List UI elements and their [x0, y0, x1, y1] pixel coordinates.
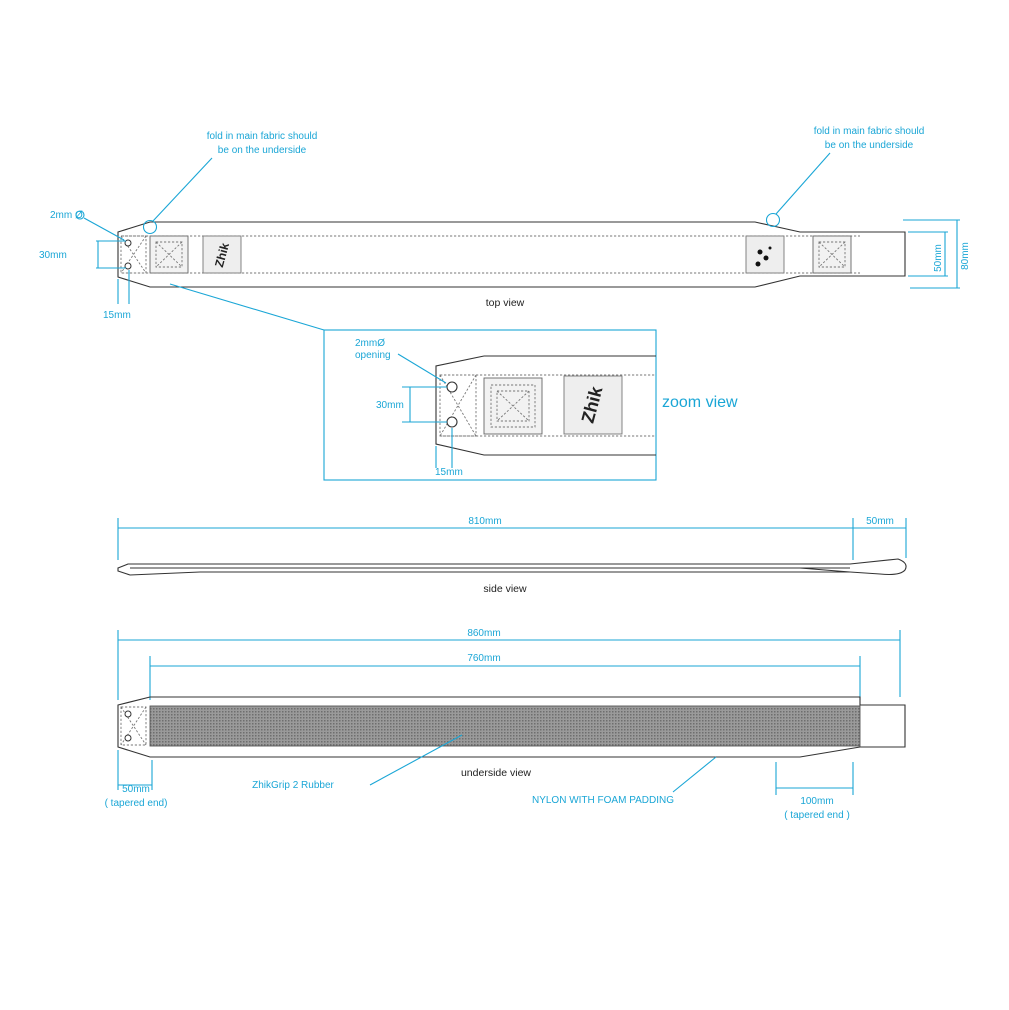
side-view-label: side view: [483, 583, 527, 595]
underside-view-label: underside view: [461, 767, 531, 779]
top-width-50-label: 50mm: [933, 244, 944, 272]
zoom-logo-patch: [563, 375, 623, 435]
dot-logo-1: [757, 249, 763, 255]
dot-logo-2: [763, 255, 769, 261]
under-length-760-label: 760mm: [467, 653, 500, 664]
top-view: Zhik fold in main fabric should be on th…: [39, 126, 971, 321]
top-logo-text: Zhik: [212, 241, 232, 269]
side-length-810-label: 810mm: [468, 516, 501, 527]
top-velcro-patch-left-inner: [155, 241, 183, 268]
side-view: 810mm 50mm side view: [117, 516, 907, 595]
under-end-tab: [120, 706, 147, 746]
taper-right-note: ( tapered end ): [784, 810, 850, 821]
taper-right-value: 100mm: [800, 796, 833, 807]
top-hole-dim-label: 2mm: [50, 210, 72, 221]
dot-logo-3: [755, 261, 761, 267]
top-view-label: top view: [486, 297, 525, 309]
under-hole-lower: [124, 734, 132, 742]
top-velcro-left-cross-b: [155, 241, 183, 268]
fold-note-left-line2: be on the underside: [218, 145, 307, 156]
side-strap-taper: [799, 567, 851, 573]
top-logo-patch: [202, 235, 242, 274]
fold-note-left-line1: fold in main fabric should: [207, 131, 318, 142]
top-dots-logo-patch: [745, 235, 785, 274]
zoom-opening-line1: 2mmØ: [355, 338, 385, 349]
zoom-view: Zhik 2mmØ opening 30mm 15mm zoom view: [169, 283, 738, 481]
side-strap-profile: [117, 558, 907, 576]
fold-note-right-line1: fold in main fabric should: [814, 126, 925, 137]
fold-note-right-line2: be on the underside: [825, 140, 914, 151]
fold-circle-right: [765, 212, 781, 228]
under-end-tab-cross-a: [120, 706, 147, 746]
top-hole-lower: [124, 262, 132, 270]
taper-left-value: 50mm: [122, 784, 150, 795]
zoom-velcro-inner-2: [496, 390, 530, 422]
under-strap-outline: [117, 696, 906, 758]
zoom-opening-line2: opening: [355, 350, 391, 361]
underside-view: 860mm 760mm ZhikGrip 2 Rubber NYLON WITH…: [105, 628, 906, 821]
top-height-80-label: 80mm: [960, 242, 971, 270]
zoom-view-title: zoom view: [662, 394, 738, 411]
zoom-hole-upper: [446, 381, 458, 393]
zoom-end-tab: [439, 374, 477, 437]
fold-circle-left: [142, 219, 158, 235]
nylon-leader: [672, 756, 717, 793]
top-end-tab: [120, 235, 147, 274]
top-hole-upper: [124, 239, 132, 247]
zoom-strap-outline: [435, 355, 656, 456]
zoom-height-30-label: 30mm: [376, 400, 404, 411]
fold-leader-right: [775, 152, 831, 215]
top-hole-leader: [83, 217, 125, 241]
zoom-frame: [323, 329, 657, 481]
top-hole-dim-circle: [75, 210, 85, 220]
under-end-tab-cross-b: [120, 706, 147, 746]
under-hole-upper: [124, 710, 132, 718]
rubber-label: ZhikGrip 2 Rubber: [252, 780, 334, 791]
dot-logo-4: [768, 246, 772, 250]
zoom-velcro-patch: [483, 377, 543, 435]
top-hole-symbol: Ø: [75, 210, 83, 221]
zoom-leader: [169, 283, 325, 331]
top-end-tab-cross-a: [120, 235, 147, 274]
fold-leader-left: [152, 157, 213, 222]
rubber-leader: [369, 734, 463, 786]
side-length-50-label: 50mm: [866, 516, 894, 527]
top-width-15-label: 15mm: [103, 310, 131, 321]
under-grip-rubber-area: [149, 705, 861, 747]
zoom-hole-lower: [446, 416, 458, 428]
zoom-opening-leader: [397, 353, 447, 384]
zoom-velcro-inner-1: [490, 384, 536, 428]
top-velcro-patch-right-inner: [818, 241, 846, 268]
top-strap-outline: [117, 221, 906, 288]
top-height-30-label: 30mm: [39, 250, 67, 261]
nylon-label: NYLON WITH FOAM PADDING: [532, 795, 674, 806]
top-velcro-right-cross-b: [818, 241, 846, 268]
zoom-velcro-cross-b: [496, 390, 530, 422]
zoom-width-15-label: 15mm: [435, 467, 463, 478]
under-length-860-label: 860mm: [467, 628, 500, 639]
taper-left-note: ( tapered end): [105, 798, 168, 809]
